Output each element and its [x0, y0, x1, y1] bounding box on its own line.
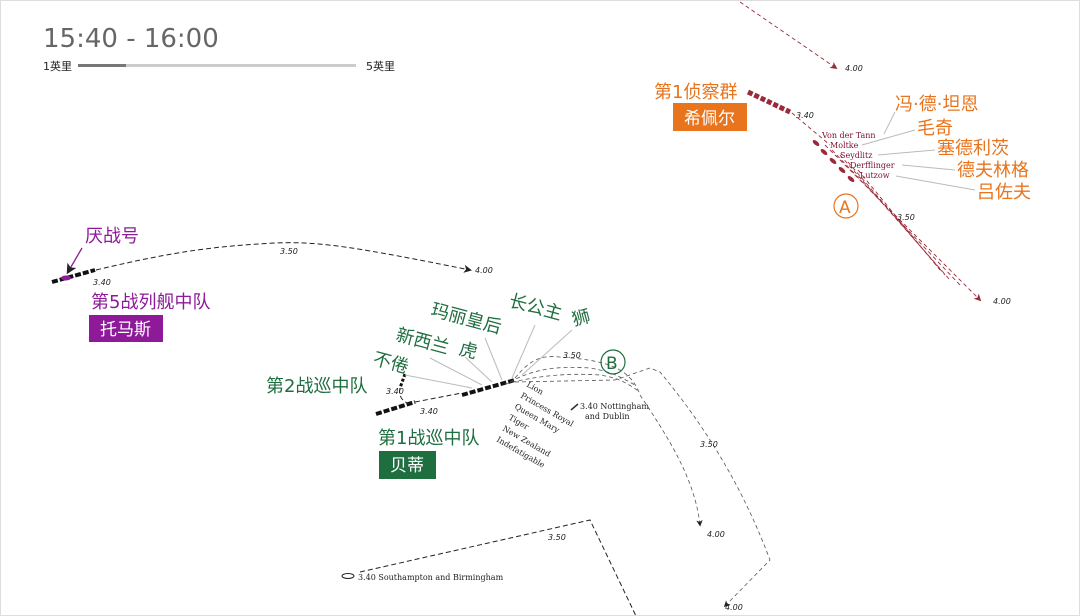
time-label: 3.50: [897, 213, 915, 222]
commander-name: 托马斯: [100, 320, 151, 340]
commander-box: [673, 103, 747, 131]
bcs1-track: [514, 356, 703, 527]
ship-name: Seydlitz: [840, 151, 872, 160]
map-mark: [847, 161, 946, 276]
time-label: 3.50: [563, 351, 581, 360]
map-mark: [509, 366, 636, 386]
map-mark: [404, 374, 473, 389]
ship-label-cn: 狮: [570, 306, 593, 331]
ship-label-cn: 虎: [457, 339, 480, 364]
light-cruisers: 3.40 Nottingham and Dublin 3.40 Southamp…: [341, 402, 649, 616]
scale-max-label: 5英里: [366, 59, 395, 73]
map-mark: [847, 176, 855, 182]
map-mark: [514, 367, 771, 608]
bs5-group: 3.40 3.50 4.00 厌战号 第5战列舰中队 托马斯: [51, 226, 493, 342]
ship-name: Moltke: [830, 141, 859, 150]
scale-min-label: 1英里: [43, 59, 72, 73]
scale-bar-fill: [78, 64, 126, 67]
map-mark: [877, 149, 936, 156]
time-label: 4.00: [993, 297, 1011, 306]
german-track-north: [739, 1, 838, 70]
map-mark: [857, 169, 941, 271]
map-mark: [464, 356, 493, 383]
bcs2-group: 3.40 3.40 第2战巡中队: [266, 373, 463, 416]
map-mark: [66, 247, 83, 275]
map-mark: [399, 387, 411, 405]
group-label: 第1侦察群: [654, 82, 737, 103]
german-group: 4.00 3.40 Von der Tann Moltke Seydlitz D…: [654, 1, 1031, 306]
commander-name: 贝蒂: [390, 456, 424, 476]
marker-a: [833, 193, 859, 219]
time-label: 3.40: [93, 278, 111, 287]
marker-b-label: B: [606, 354, 618, 374]
ship-label-cn: 毛奇: [917, 118, 953, 139]
time-label: 4.00: [475, 266, 493, 275]
ship-label-cn: 不倦: [371, 349, 411, 379]
ship-label-cn: 冯·德·坦恩: [895, 94, 978, 115]
map-mark: [484, 337, 503, 381]
time-label: 3.50: [700, 440, 718, 449]
marker-b: [600, 349, 626, 375]
commander-box: [89, 315, 163, 342]
ship-name: Lutzow: [860, 171, 890, 180]
map-mark: [414, 392, 463, 403]
commander-box: [379, 451, 436, 479]
bcs1-column: [461, 378, 516, 397]
german-track: [824, 144, 982, 302]
ship-label-cn: 长公主: [507, 291, 565, 325]
marker-a-label: A: [839, 198, 851, 218]
map-mark: [791, 112, 831, 146]
map-mark: [504, 373, 641, 393]
map-mark: [398, 373, 407, 389]
map-mark: [839, 154, 951, 281]
scale-bar-track: [78, 64, 356, 67]
bcs1-group: 3.50 3.50 4.00 4.00 Lion Princess Royal …: [371, 291, 771, 612]
ship-label-cn: 德夫林格: [957, 160, 1029, 181]
group-label: 第2战巡中队: [266, 376, 367, 397]
map-mark: [838, 167, 846, 173]
ship-label-cn: 新西兰: [394, 325, 452, 359]
commander-name: 希佩尔: [684, 109, 735, 129]
southampton-track: [359, 519, 637, 616]
ship-label-cn: 吕佐夫: [977, 182, 1031, 203]
map-mark: [511, 324, 536, 379]
map-mark: [901, 164, 956, 171]
southampton-label: 3.40 Southampton and Birmingham: [358, 573, 504, 582]
time-label: 4.00: [725, 603, 743, 612]
map-mark: [829, 158, 837, 164]
map-mark: [895, 175, 976, 191]
time-range-title: 15:40 - 16:00: [43, 24, 219, 54]
german-column: [746, 89, 792, 115]
group-label: 第1战巡中队: [378, 428, 479, 449]
map-mark: [861, 129, 916, 146]
ship-label-cn: 厌战号: [85, 226, 139, 247]
time-label: 3.40: [386, 387, 404, 396]
ship-label-cn: 塞德利茨: [937, 138, 1009, 159]
bs5-column: [51, 268, 96, 284]
map-mark: [820, 149, 828, 155]
time-label: 4.00: [707, 530, 725, 539]
ship-name: Von der Tann: [821, 131, 876, 140]
map-mark: [883, 111, 896, 135]
time-label: 3.40: [420, 407, 438, 416]
map-mark: [521, 329, 573, 376]
german-ships: [812, 140, 855, 182]
time-label: 4.00: [845, 64, 863, 73]
ship-label-cn: 玛丽皇后: [429, 300, 504, 339]
nottingham-label: 3.40 Nottingham: [580, 402, 649, 411]
southampton-marker: [341, 573, 355, 579]
ship-name: Derfflinger: [850, 161, 895, 170]
map-mark: [812, 140, 820, 146]
map-mark: [429, 357, 483, 386]
warspite-marker: [61, 275, 71, 281]
nottingham-label-2: and Dublin: [585, 412, 630, 421]
time-label: 3.50: [548, 533, 566, 542]
time-label: 3.40: [796, 111, 814, 120]
group-label: 第5战列舰中队: [91, 292, 210, 313]
time-label: 3.50: [280, 247, 298, 256]
map-mark: [570, 403, 579, 411]
